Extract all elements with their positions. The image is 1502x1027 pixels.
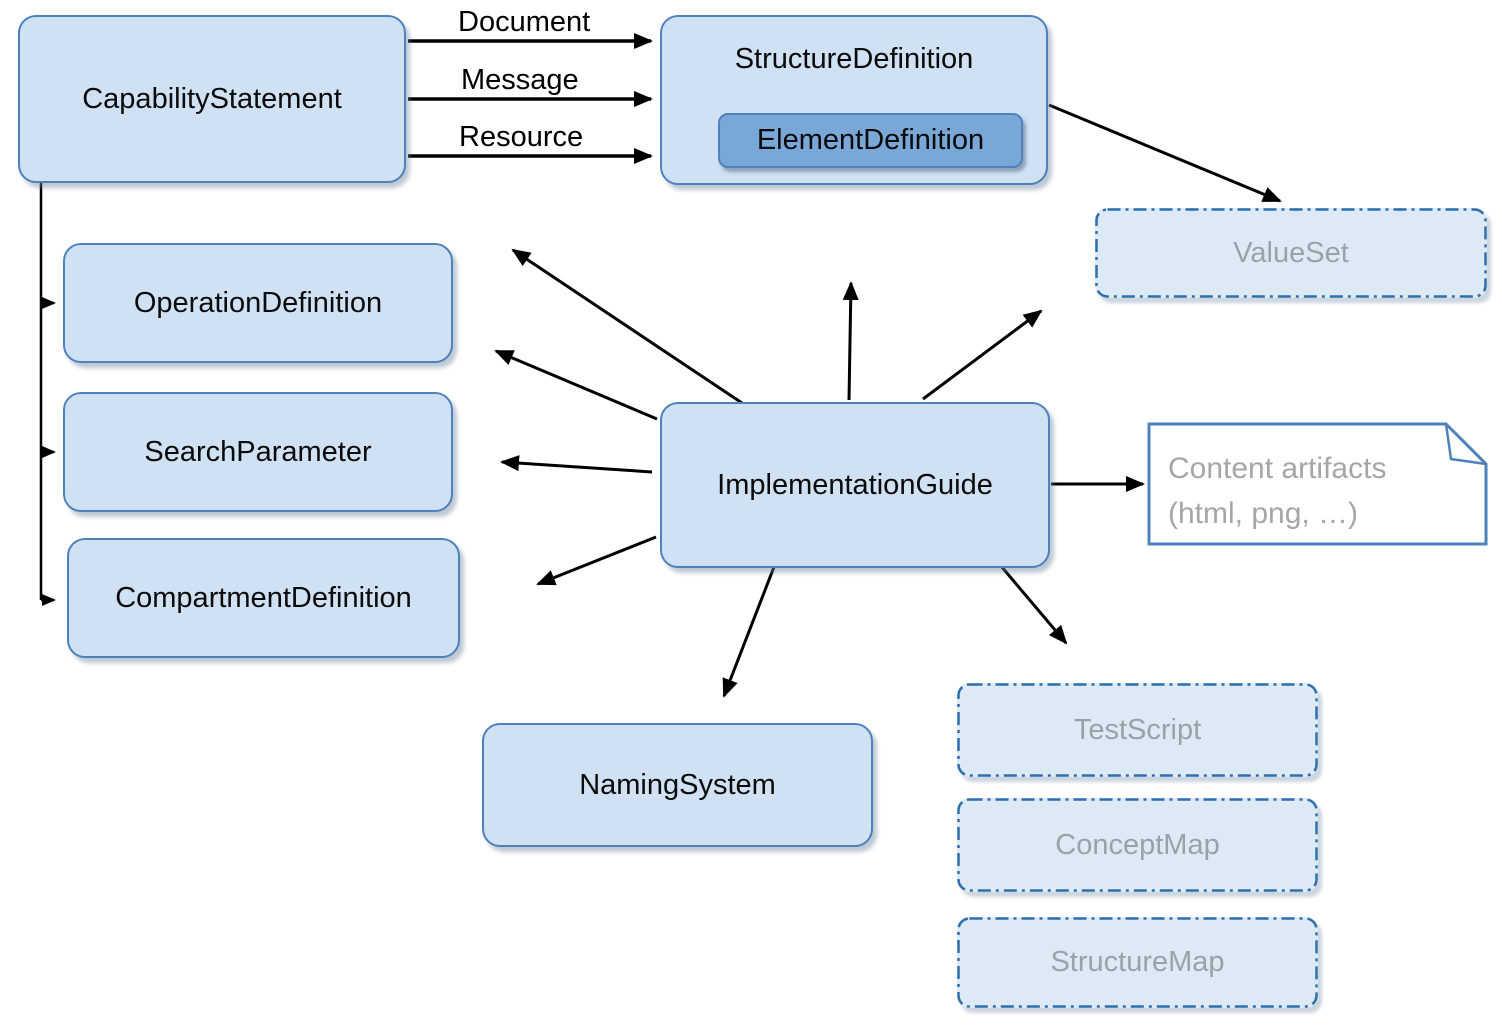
ig-arrow-upleft-long [511,248,743,405]
content-artifacts-shape [1147,422,1488,546]
node-element-definition: ElementDefinition [718,113,1023,168]
structure-map-dashed-border [957,917,1318,1008]
node-capability-statement: CapabilityStatement [18,15,406,183]
ig-arrow-upright [922,309,1043,401]
node-element-definition-label: ElementDefinition [756,124,985,156]
ig-arrow-to-namingsystem [722,566,776,698]
ig-arrow-left [500,455,653,474]
edge-label-document: Document [458,6,591,38]
ig-arrow-upleft-short [494,349,658,421]
node-search-parameter-label: SearchParameter [144,435,372,468]
node-test-script-label: TestScript [1073,713,1202,746]
test-script-dashed-border [957,683,1318,777]
node-naming-system-label: NamingSystem [579,768,776,801]
node-value-set: ValueSet [1095,208,1487,298]
content-artifacts-line1: Content artifacts [1168,452,1387,485]
node-naming-system: NamingSystem [482,723,873,847]
content-artifacts-line2: (html, png, …) [1168,497,1359,530]
node-structure-map-label: StructureMap [1050,946,1225,978]
node-operation-definition: OperationDefinition [63,243,453,363]
node-concept-map: ConceptMap [957,798,1318,892]
node-implementation-guide: ImplementationGuide [660,402,1050,568]
node-concept-map-label: ConceptMap [1055,828,1220,861]
ig-arrow-downleft [536,535,657,586]
node-compartment-definition: CompartmentDefinition [67,538,460,658]
node-test-script: TestScript [957,683,1318,777]
node-structure-map: StructureMap [957,917,1318,1008]
content-artifacts-text: Content artifacts (html, png, …) [1168,446,1386,536]
node-implementation-guide-label: ImplementationGuide [717,468,993,501]
concept-map-dashed-border [957,798,1318,892]
ig-arrow-up [842,281,859,401]
content-artifacts-fold [1444,423,1487,466]
node-operation-definition-label: OperationDefinition [133,286,383,319]
node-search-parameter: SearchParameter [63,392,453,512]
edge-label-resource: Resource [459,121,584,153]
arrow-structuredefinition-to-valueset [1048,103,1282,203]
node-compartment-definition-label: CompartmentDefinition [115,581,412,614]
node-value-set-label: ValueSet [1233,236,1349,269]
node-capability-statement-label: CapabilityStatement [82,82,342,115]
edge-label-message: Message [461,64,579,96]
node-structure-definition-label: StructureDefinition [734,43,974,75]
value-set-dashed-border [1095,208,1487,298]
ig-arrow-downright [999,565,1068,645]
